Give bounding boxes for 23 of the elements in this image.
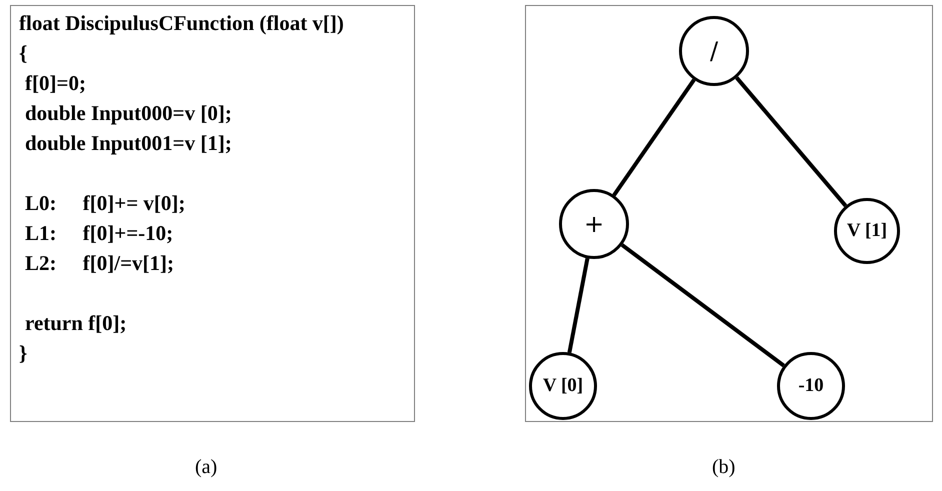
code-line: return f[0]; [25,310,127,337]
node-label: V [0] [542,374,584,398]
code-line: double Input001=v [1]; [25,130,232,157]
node-label: / [710,36,718,67]
tree-edge [567,258,590,353]
tree-edge [620,243,785,368]
tree-edge [612,78,696,196]
panel-caption: (a) [195,455,218,480]
node-label: + [584,209,604,240]
tree-panel [525,5,933,422]
code-line: double Input000=v [0]; [25,100,232,127]
node-label: -10 [798,374,824,398]
code-line: L0: f[0]+= v[0]; [25,190,186,217]
tree-edge [735,76,848,208]
code-line: { [19,40,28,67]
code-line: L1: f[0]+=-10; [25,220,174,247]
panel-caption: (b) [712,455,736,480]
code-line: L2: f[0]/=v[1]; [25,250,174,277]
code-line: f[0]=0; [25,70,86,97]
code-panel [10,5,415,422]
code-line: } [19,340,28,367]
node-label: V [1] [846,218,888,243]
code-line: float DiscipulusCFunction (float v[]) [19,10,344,37]
